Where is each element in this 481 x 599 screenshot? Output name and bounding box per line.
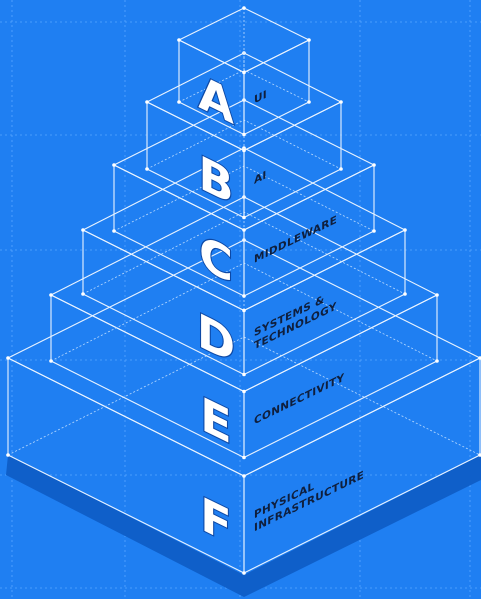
layer-label-line: AI — [254, 168, 267, 186]
corner-dot — [112, 163, 116, 167]
corner-dot — [478, 453, 481, 457]
corner-dot — [242, 571, 246, 575]
corner-dot — [403, 292, 407, 296]
layer-a: A UI — [177, 6, 311, 137]
layer-label-line: MIDDLEWARE — [254, 213, 337, 266]
corner-dot — [81, 292, 85, 296]
corner-dot — [81, 228, 85, 232]
corner-dot — [242, 215, 246, 220]
corner-dot — [145, 167, 149, 171]
corner-dot — [242, 372, 246, 377]
layer-label: PHYSICALINFRASTRUCTURE — [254, 455, 364, 534]
layer-right-face — [243, 39, 310, 136]
corner-dot — [242, 6, 246, 10]
corner-dot — [403, 228, 407, 232]
corner-dot — [242, 70, 246, 75]
corner-dot — [372, 229, 376, 233]
corner-dot — [177, 100, 181, 104]
base-shadow — [6, 455, 481, 597]
layer-label: UI — [254, 88, 267, 107]
layer-label: SYSTEMS &TECHNOLOGY — [254, 286, 337, 352]
corner-dot — [242, 132, 246, 137]
corner-dot — [242, 455, 246, 460]
layer-right-face — [243, 101, 342, 219]
corner-dot — [478, 356, 481, 360]
corner-dot — [6, 453, 10, 457]
layer-label: AI — [254, 168, 267, 186]
corner-dot — [242, 308, 246, 313]
corner-dot — [49, 359, 53, 363]
layer-letter: F — [200, 487, 231, 555]
corner-dot — [6, 356, 10, 360]
layer-letter: D — [197, 304, 235, 376]
layer-letter: C — [199, 225, 233, 294]
corner-dot — [339, 100, 343, 104]
corner-dot — [242, 228, 246, 232]
corner-dot — [307, 38, 311, 42]
corner-dot — [242, 389, 246, 394]
corner-dot — [112, 229, 116, 233]
corner-dot — [49, 293, 53, 297]
corner-dot — [435, 359, 439, 363]
layer-letter: A — [198, 65, 234, 135]
corner-dot — [372, 163, 376, 167]
corner-dot — [145, 100, 149, 104]
corner-dot — [177, 38, 181, 42]
corner-dot — [242, 148, 246, 153]
layer-label-line: UI — [254, 88, 267, 107]
corner-dot — [242, 474, 246, 478]
corner-dot — [339, 167, 343, 171]
corner-dot — [435, 293, 439, 297]
layer-label: MIDDLEWARE — [254, 213, 337, 266]
layer-right-face — [243, 357, 481, 574]
corner-dot — [307, 100, 311, 104]
layer-letter: E — [200, 387, 231, 455]
corner-dot — [242, 294, 246, 298]
